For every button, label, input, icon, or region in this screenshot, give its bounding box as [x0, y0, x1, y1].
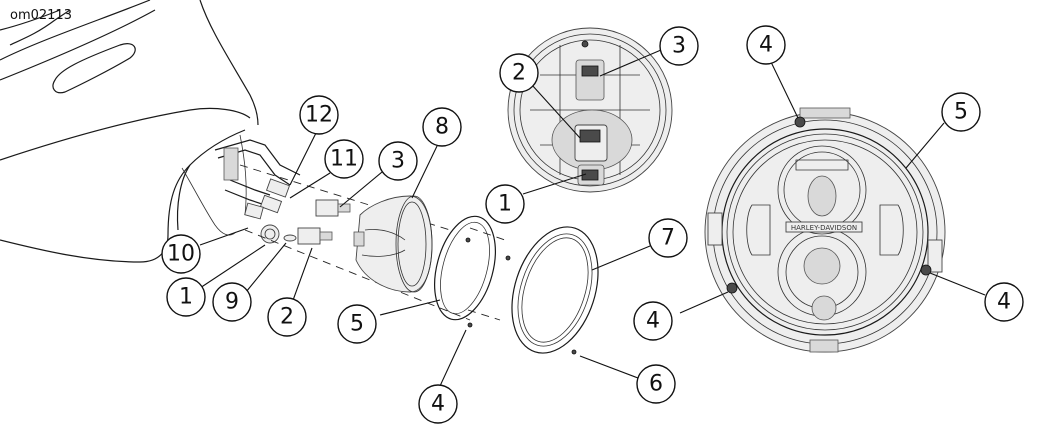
callout-label: 3 [672, 34, 686, 59]
callout-1-socket: 1 [166, 277, 206, 317]
headlamp-unit-side-view [353, 195, 433, 293]
callout-12-wiring: 12 [299, 95, 339, 135]
callout-label: 2 [512, 61, 526, 86]
callout-4-front-right: 4 [984, 282, 1024, 322]
callout-10-housing: 10 [161, 234, 201, 274]
fairing-drawing [0, 0, 351, 263]
callout-4-front-top: 4 [746, 25, 786, 65]
callout-2-rear: 2 [499, 53, 539, 93]
callout-label: 10 [167, 242, 195, 267]
callout-6-screw: 6 [636, 364, 676, 404]
callout-2-bulb: 2 [267, 297, 307, 337]
callout-label: 8 [435, 115, 449, 140]
callout-label: 1 [498, 192, 512, 217]
callout-5-retaining-ring: 5 [337, 304, 377, 344]
callout-9-bulb: 9 [212, 282, 252, 322]
callout-label: 3 [391, 149, 405, 174]
callout-3-bulb: 3 [378, 141, 418, 181]
callout-label: 6 [649, 372, 663, 397]
callout-1-rear: 1 [485, 184, 525, 224]
headlamp-front-view: HARLEY-DAVIDSON [704, 107, 946, 353]
callout-11-connector: 11 [324, 139, 364, 179]
callout-7-trim-ring: 7 [648, 218, 688, 258]
callout-label: 4 [997, 290, 1011, 315]
trim-ring-side-view [511, 226, 599, 355]
callout-label: 12 [305, 103, 333, 128]
callout-4-screw: 4 [418, 384, 458, 424]
leader-lines [199, 49, 986, 387]
callout-3-rear: 3 [659, 26, 699, 66]
callout-label: 5 [954, 100, 968, 125]
callout-label: 4 [759, 33, 773, 58]
callout-label: 7 [661, 226, 675, 251]
callout-label: 5 [350, 312, 364, 337]
callout-5-front: 5 [941, 92, 981, 132]
callout-label: 4 [431, 392, 445, 417]
headlamp-rear-view [507, 27, 673, 193]
callout-label: 1 [179, 285, 193, 310]
callout-label: 2 [280, 305, 294, 330]
callout-label: 11 [330, 147, 358, 172]
callout-label: 9 [225, 290, 239, 315]
retaining-ring-side-view [434, 215, 511, 328]
lens-brand-text: HARLEY-DAVIDSON [791, 224, 857, 232]
callout-8-headlamp: 8 [422, 107, 462, 147]
callout-4-front-left: 4 [633, 301, 673, 341]
callout-label: 4 [646, 309, 660, 334]
